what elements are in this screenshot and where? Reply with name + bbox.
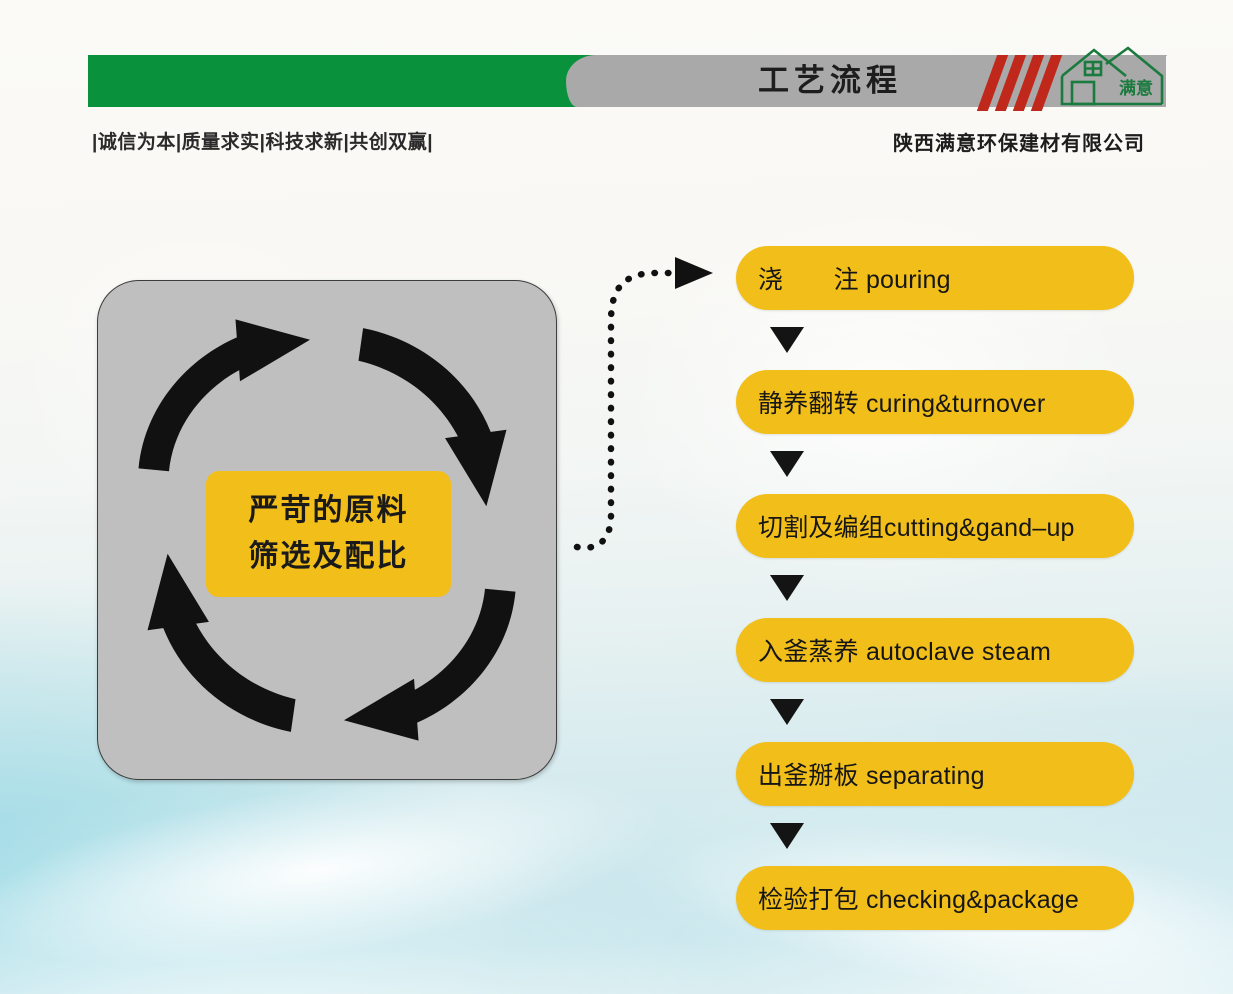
flow-step-autoclave-steam[interactable]: 入釜蒸养 autoclave steam — [736, 618, 1134, 682]
logo-text: 满意 — [1119, 78, 1153, 98]
flow-step-curing-turnover[interactable]: 静养翻转 curing&turnover — [736, 370, 1134, 434]
cycle-center-line-2: 筛选及配比 — [248, 540, 409, 573]
flow-arrow-1 — [736, 310, 1134, 370]
house-logo-icon: 满意 — [1060, 46, 1164, 106]
flow-arrow-5 — [736, 806, 1134, 866]
cycle-arrow-top — [138, 319, 311, 472]
flow-step-separating[interactable]: 出釜掰板 separating — [736, 742, 1134, 806]
red-stripes-decoration — [976, 55, 1063, 111]
flow-step-label: 浇 注 pouring — [758, 266, 951, 294]
header-gray-band — [566, 55, 1167, 107]
dotted-line — [573, 269, 679, 551]
dotted-arrow-path — [573, 257, 713, 551]
flow-step-label: 出釜掰板 separating — [758, 762, 985, 790]
connector-arrowhead-icon — [675, 257, 713, 289]
cycle-arrows-diagram — [138, 319, 516, 741]
company-name: 陕西满意环保建材有限公司 — [893, 133, 1145, 155]
flow-step-label: 入釜蒸养 autoclave steam — [758, 638, 1051, 666]
flow-step-cutting-gandup[interactable]: 切割及编组cutting&gand–up — [736, 494, 1134, 558]
cycle-center-line-1: 严苛的原料 — [248, 494, 409, 527]
company-tagline: |诚信为本|质量求实|科技求新|共创双赢| — [92, 132, 434, 153]
cycle-arrow-left — [147, 553, 296, 732]
flow-step-pouring[interactable]: 浇 注 pouring — [736, 246, 1134, 310]
header-green-band — [88, 55, 598, 107]
cycle-arrow-bottom — [343, 588, 516, 741]
cycle-to-flow-connector — [565, 235, 725, 570]
flow-step-label: 静养翻转 curing&turnover — [758, 390, 1046, 418]
flow-step-checking-package[interactable]: 检验打包 checking&package — [736, 866, 1134, 930]
flow-arrow-2 — [736, 434, 1134, 494]
flow-arrow-4 — [736, 682, 1134, 742]
cycle-arrow-right — [358, 328, 507, 507]
flow-step-label: 检验打包 checking&package — [758, 886, 1080, 914]
company-logo: 满意 — [1058, 42, 1170, 112]
flow-arrow-3 — [736, 558, 1134, 618]
process-flow-list: 浇 注 pouring 静养翻转 curing&turnover 切割及编组cu… — [736, 246, 1134, 930]
flow-step-label: 切割及编组cutting&gand–up — [758, 514, 1075, 542]
slide-header: 工艺流程 满意 — [0, 0, 1233, 175]
cycle-center-label: 严苛的原料 筛选及配比 — [206, 471, 451, 597]
page-title: 工艺流程 — [758, 63, 902, 98]
raw-material-cycle-panel: 严苛的原料 筛选及配比 — [97, 280, 557, 780]
